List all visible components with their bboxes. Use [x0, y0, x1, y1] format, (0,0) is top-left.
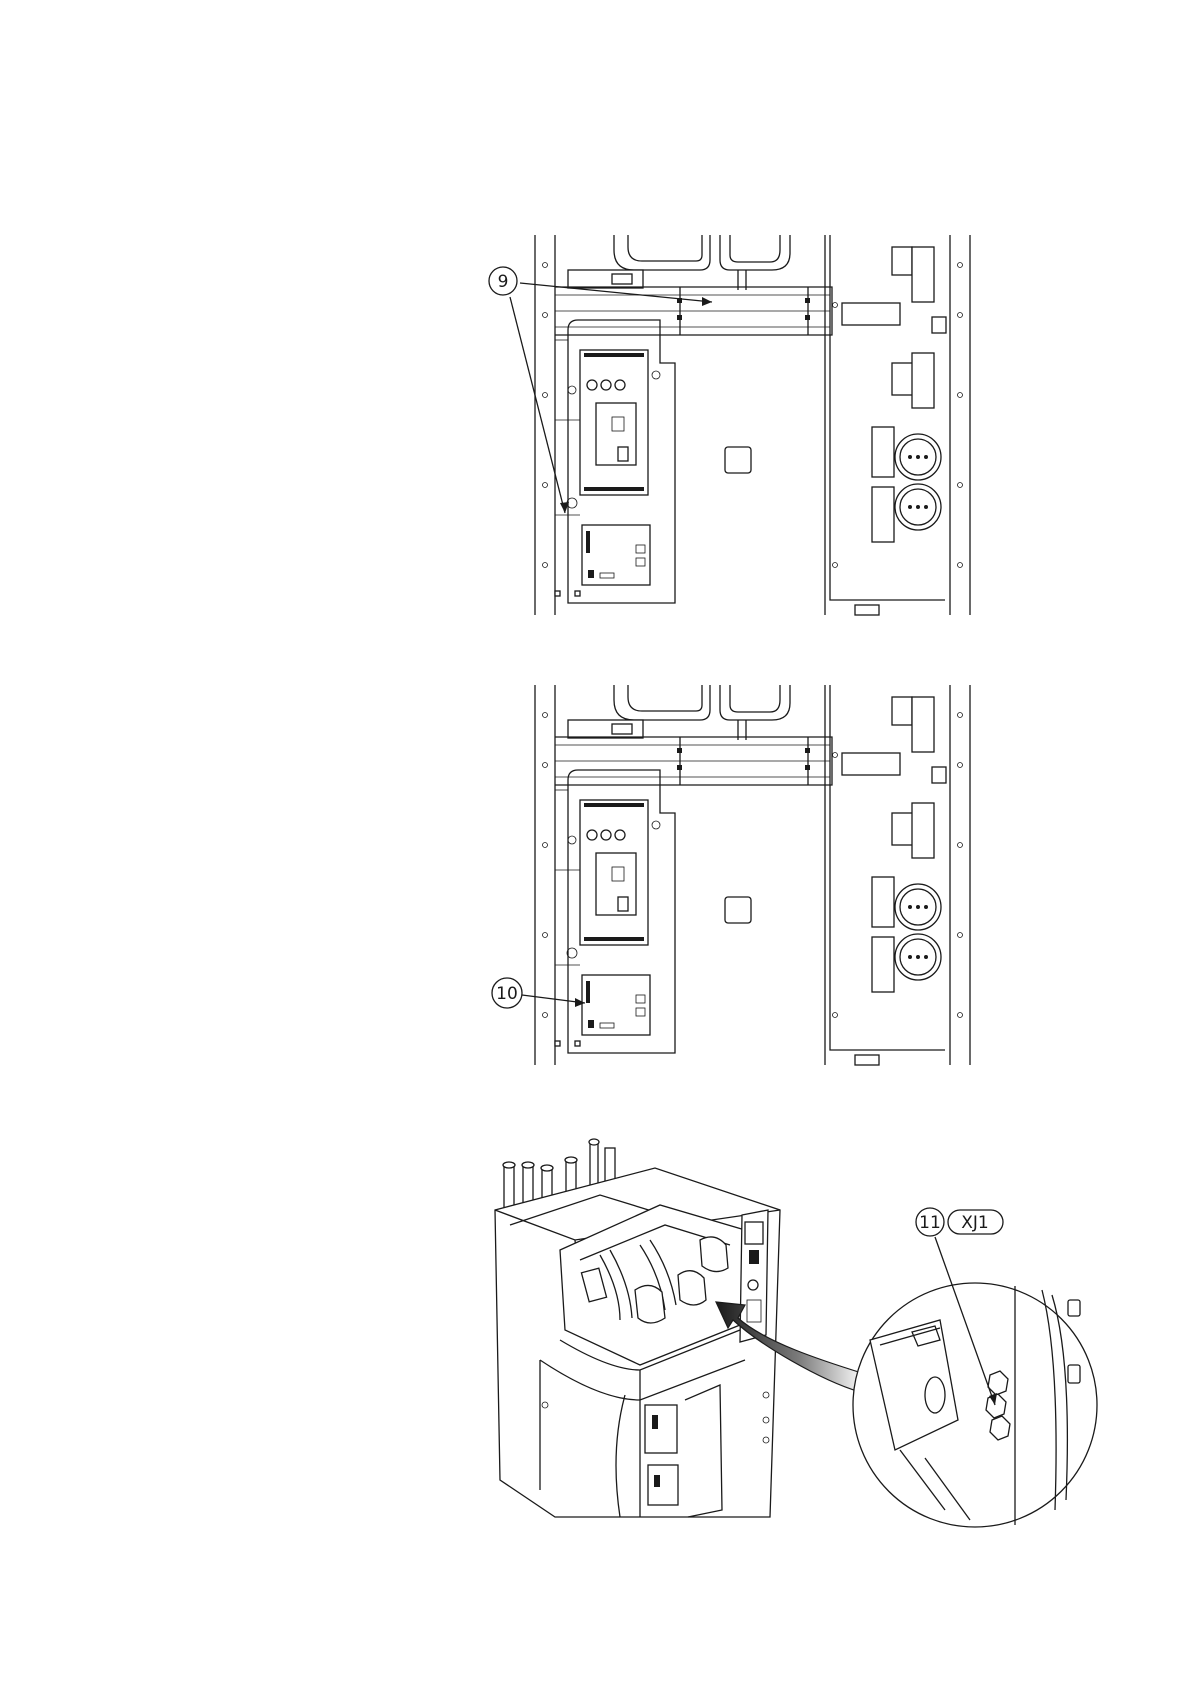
callout-11-label: 11	[919, 1213, 941, 1233]
callout-9-label: 9	[498, 272, 509, 292]
callout-10: 10	[492, 978, 585, 1008]
figure-2-cabinet-front	[535, 685, 970, 1065]
figure-3-heat-pump-perspective	[495, 1139, 1097, 1527]
figure-1-cabinet-front	[535, 235, 970, 615]
callout-10-label: 10	[496, 984, 518, 1004]
xj1-connector-label: XJ1	[961, 1213, 988, 1233]
